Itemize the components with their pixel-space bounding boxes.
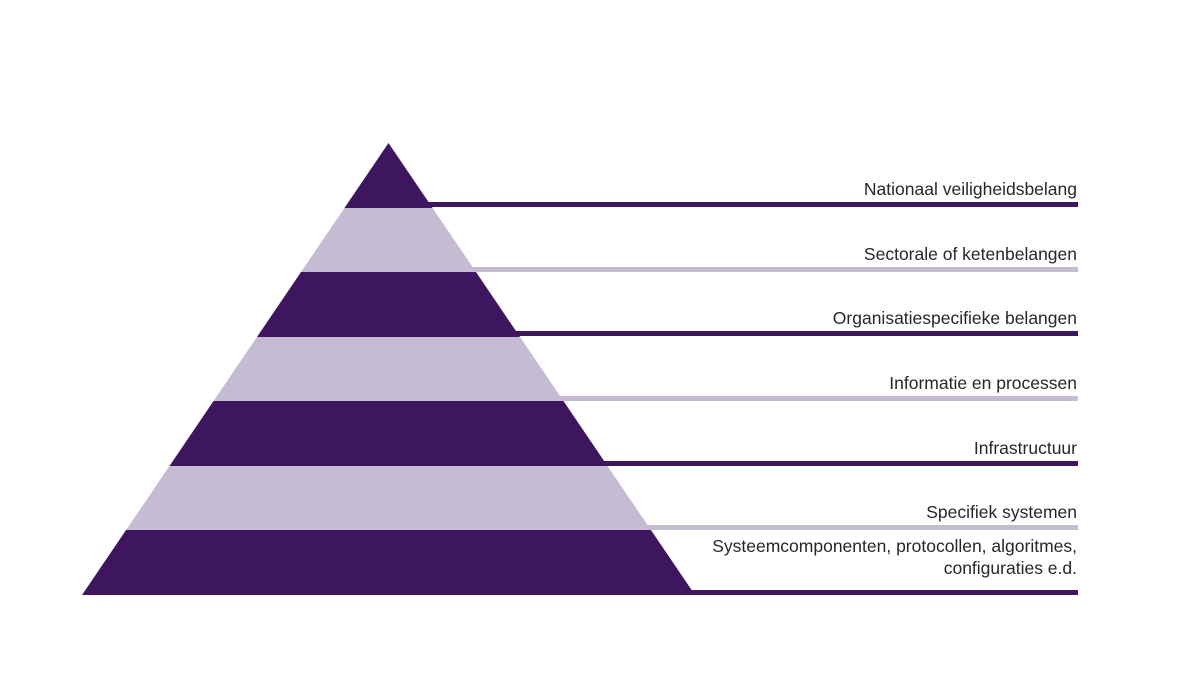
pyramid-layer-6: [82, 465, 695, 531]
layer-label-5: Infrastructuur: [973, 438, 1077, 458]
callout-line-6: [642, 525, 1078, 530]
layer-label-3: Organisatiespecifieke belangen: [832, 308, 1077, 328]
callout-line-4: [555, 396, 1078, 401]
layer-label-1: Nationaal veiligheidsbelang: [863, 179, 1077, 199]
pyramid-layer-3: [82, 272, 695, 337]
callout-line-5: [598, 461, 1078, 466]
layer-label-2: Sectorale of ketenbelangen: [863, 244, 1077, 264]
callout-line-7: [686, 590, 1078, 595]
pyramid-layer-2: [82, 207, 695, 273]
pyramid-layer-1: [82, 143, 695, 208]
layer-label-7: Systeemcomponenten, protocollen, algorit…: [712, 536, 1077, 579]
callout-line-1: [424, 202, 1078, 207]
pyramid-layer-4: [82, 336, 695, 402]
pyramid-layer-5: [82, 401, 695, 466]
pyramid-layer-7: [82, 530, 695, 595]
callout-line-2: [468, 267, 1078, 272]
layer-label-4: Informatie en processen: [889, 373, 1077, 393]
layer-label-6: Specifiek systemen: [926, 502, 1077, 522]
pyramid: [82, 143, 695, 595]
callout-line-3: [511, 331, 1078, 336]
